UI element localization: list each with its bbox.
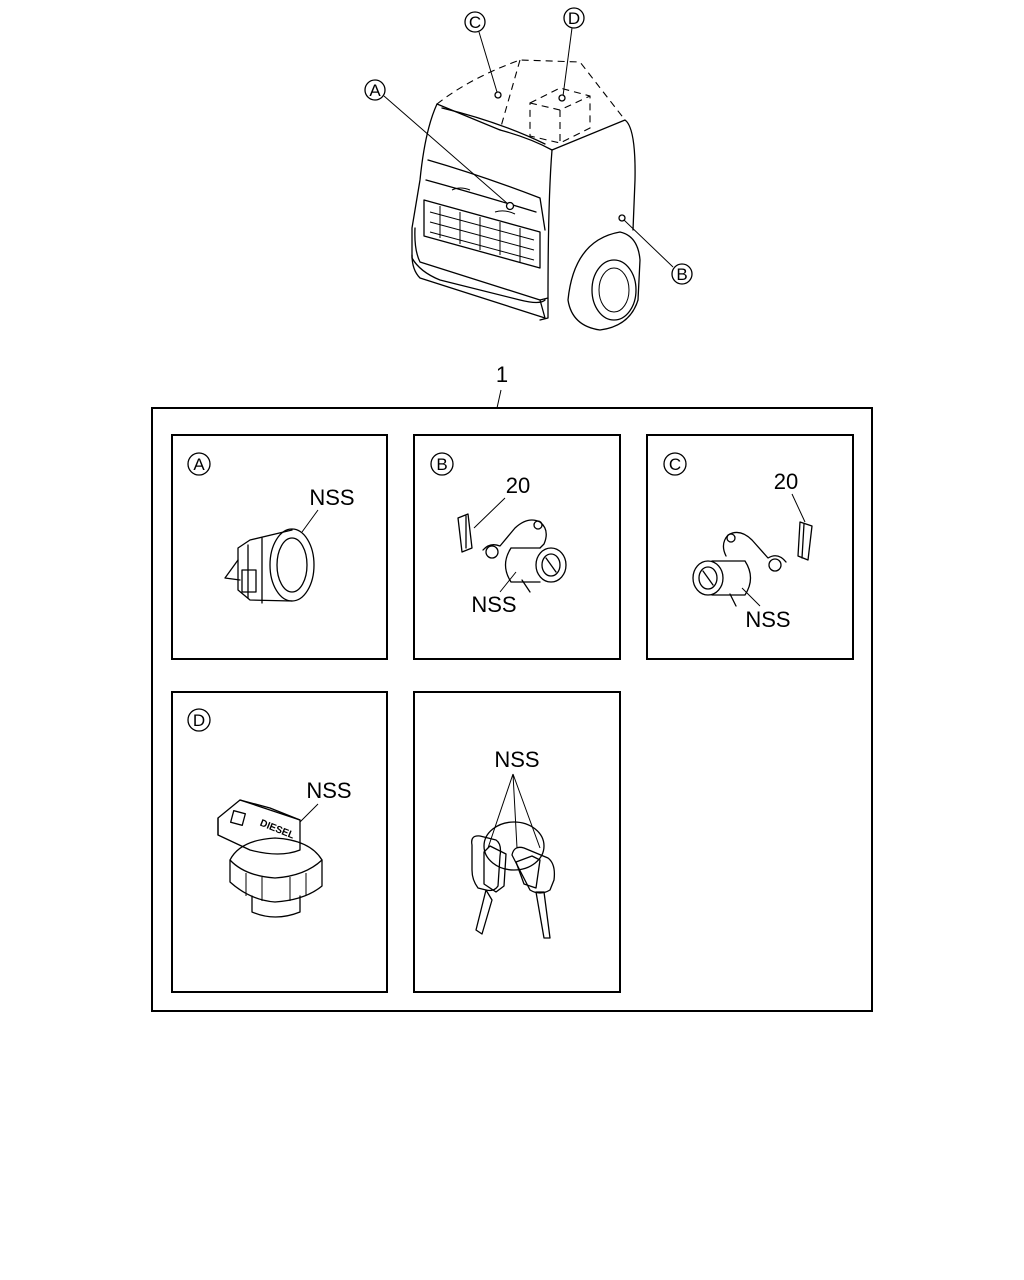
callout-a: A: [364, 79, 515, 211]
panel-c-tag: C: [669, 455, 681, 474]
panel-a-tag: A: [193, 455, 205, 474]
panel-d-tag: D: [193, 711, 205, 730]
panel-a-tag-circle: [187, 452, 211, 476]
panel-c-part-number: 20: [774, 469, 798, 494]
panel-c: C 20 NSS: [646, 434, 854, 660]
panel-b-part-number: 20: [506, 473, 530, 498]
callout-b-circle: [671, 263, 693, 285]
callout-c-circle: [464, 11, 486, 33]
panel-b: B 20 NSS: [413, 434, 621, 660]
callout-a-circle: [364, 79, 386, 101]
panel-d-box: [171, 691, 388, 993]
panel-b-tag: B: [436, 455, 447, 474]
callout-d-letter: D: [568, 9, 580, 28]
callout-d-circle: [563, 7, 585, 29]
callout-c: C: [464, 11, 502, 99]
callout-b-letter: B: [676, 265, 687, 284]
panel-d-tag-circle: [187, 708, 211, 732]
door-lock-cylinder-left: [692, 521, 813, 607]
panel-d-label: NSS: [306, 778, 351, 803]
panel-keys: NSS: [413, 691, 621, 993]
panel-b-box: [413, 434, 621, 660]
callout-a-letter: A: [369, 81, 381, 100]
panel-d: D NSS DIESEL: [171, 691, 388, 993]
panel-b-label: NSS: [471, 592, 516, 617]
panel-c-tag-circle: [663, 452, 687, 476]
panel-a: A NSS: [171, 434, 388, 660]
panel-c-label: NSS: [745, 607, 790, 632]
callout-c-letter: C: [469, 13, 481, 32]
panel-a-label: NSS: [309, 485, 354, 510]
panel-b-tag-circle: [430, 452, 454, 476]
truck-cab-illustration: [411, 59, 641, 331]
callout-b: B: [618, 214, 693, 285]
ignition-lock-part: [224, 528, 315, 604]
panel-keys-label: NSS: [494, 747, 539, 772]
assembly-number: 1: [496, 362, 508, 387]
key-set-part: [471, 821, 556, 939]
assembly-leader: [496, 389, 502, 409]
panel-a-box: [171, 434, 388, 660]
door-lock-cylinder-right: [457, 513, 567, 593]
callout-d: D: [558, 7, 585, 102]
